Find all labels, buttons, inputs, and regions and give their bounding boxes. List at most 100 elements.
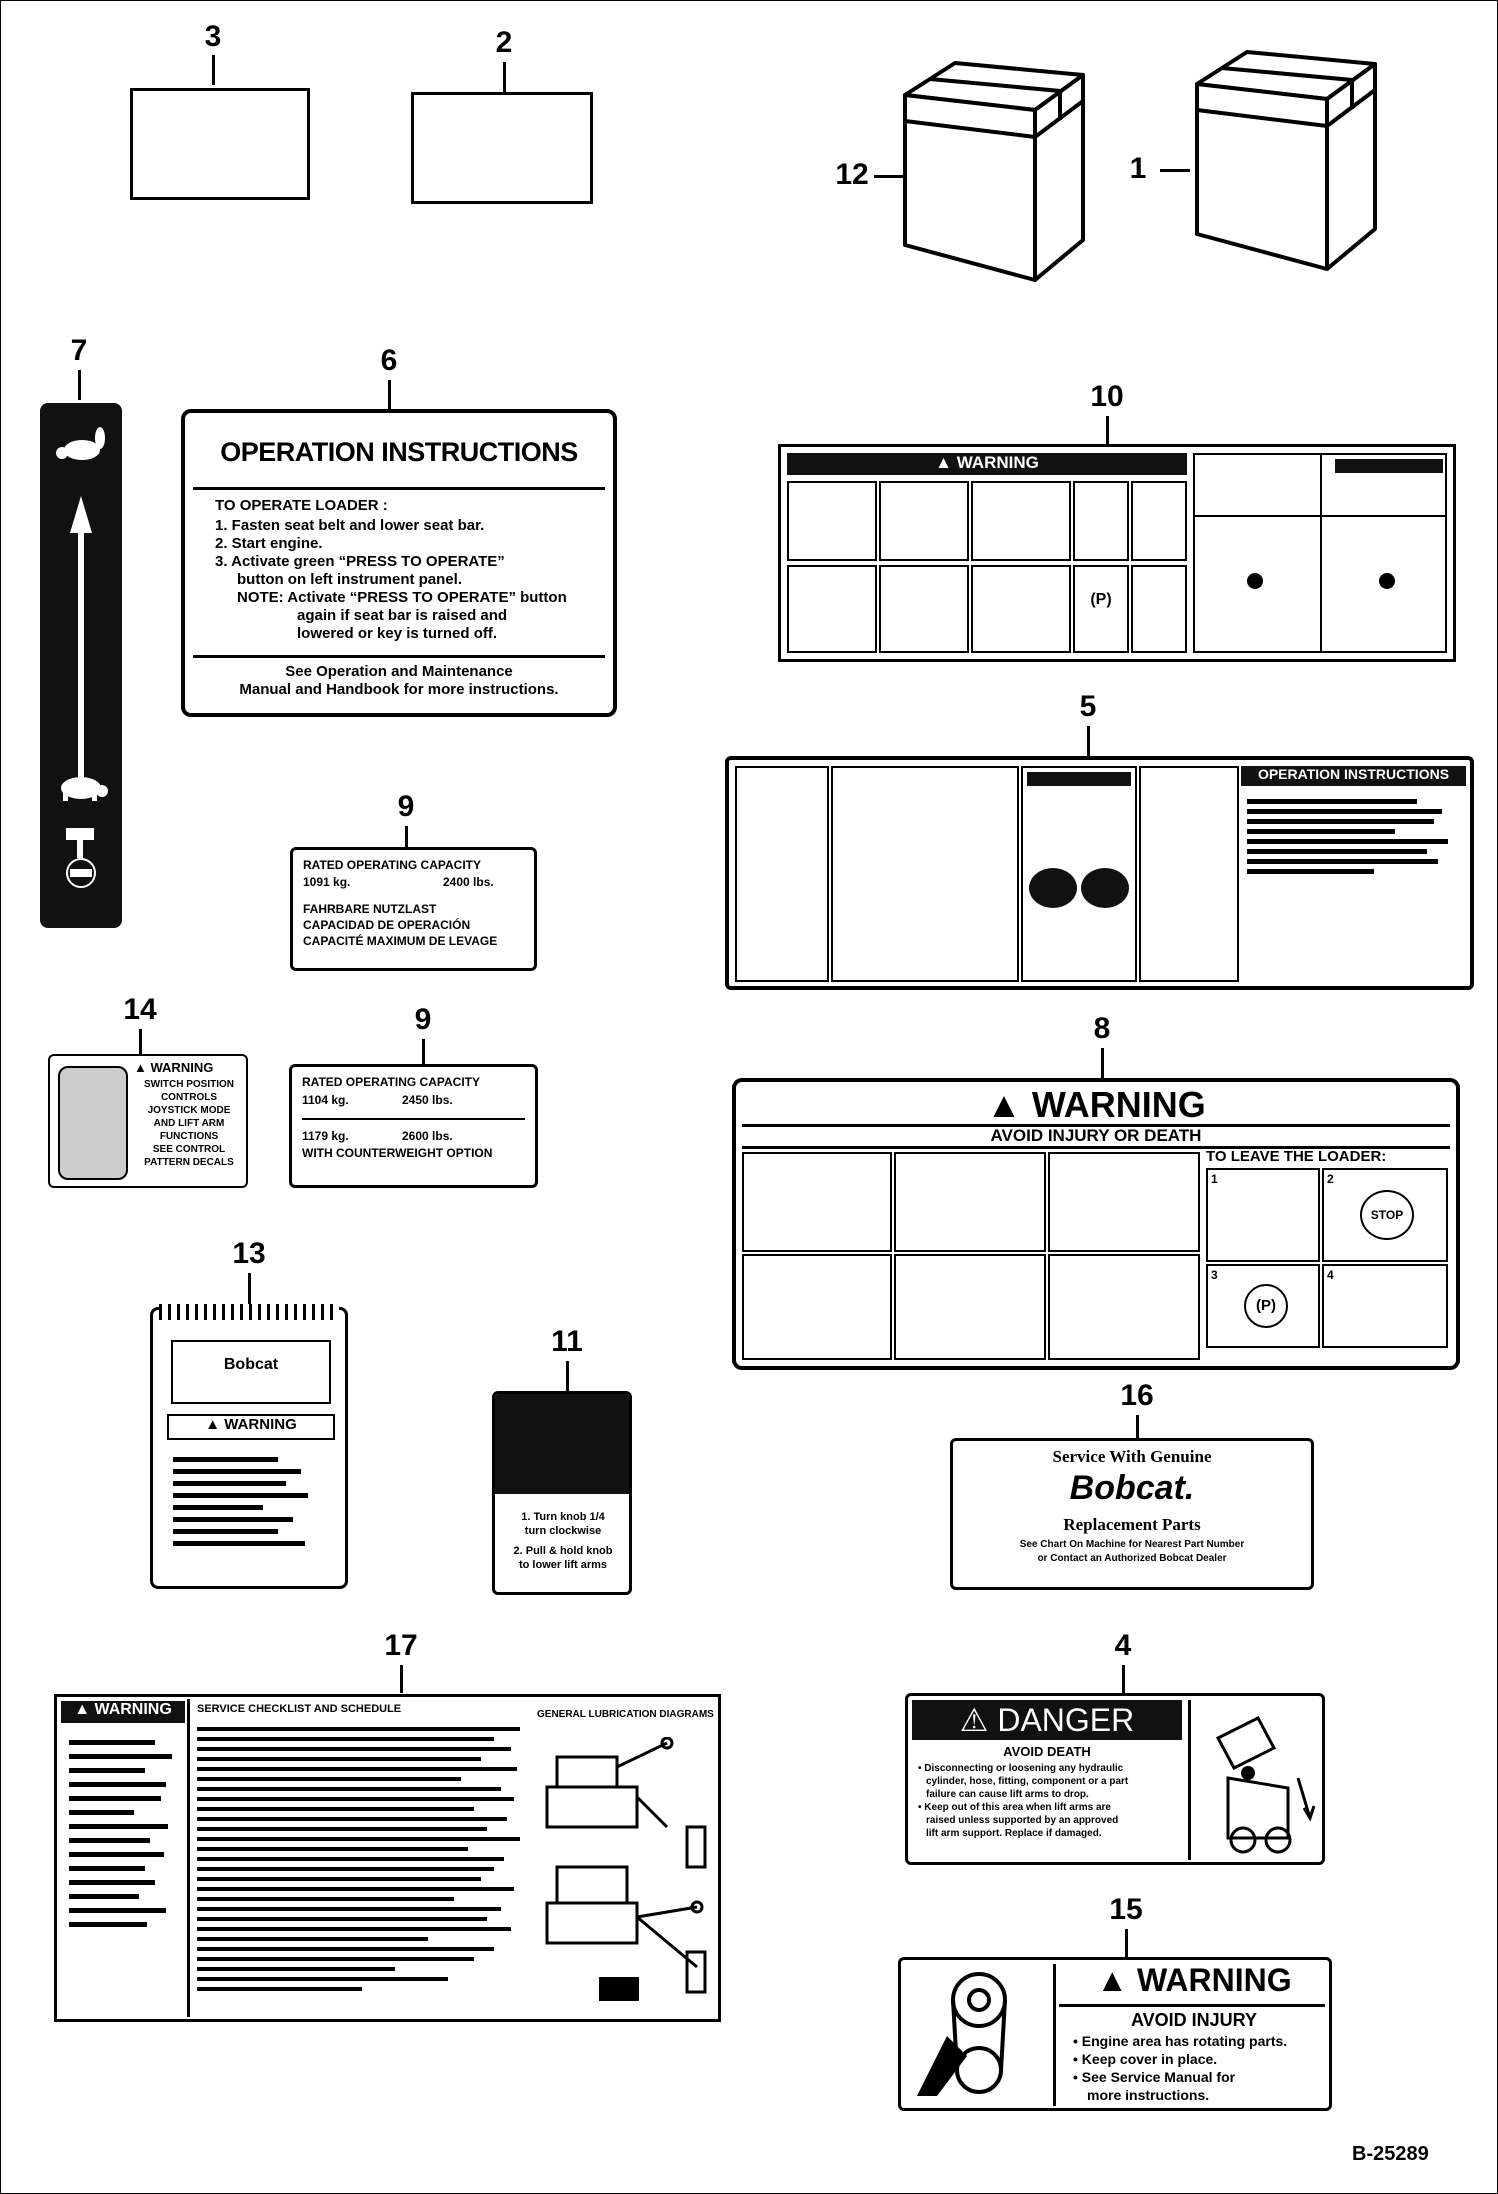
callout-3: 3 <box>204 20 222 53</box>
decal17-warning: ▲ WARNING <box>61 1701 185 1723</box>
decal8-leave-heading: TO LEAVE THE LOADER: <box>1206 1148 1387 1165</box>
leader-17 <box>400 1665 403 1693</box>
callout-10: 10 <box>1090 380 1124 413</box>
decal10-panel <box>787 481 877 561</box>
decal4-line: • Keep out of this area when lift arms a… <box>918 1802 1111 1813</box>
decal6-step-2: 2. Start engine. <box>215 535 323 552</box>
decal17-lube-title: GENERAL LUBRICATION DIAGRAMS <box>537 1709 714 1720</box>
decal9b-lbs2: 2600 lbs. <box>402 1129 453 1143</box>
leader-11 <box>566 1361 569 1391</box>
handbook-bullets <box>173 1450 323 1553</box>
leader-15 <box>1125 1929 1128 1957</box>
decal11-text: 1. Turn knob 1/4 turn clockwise 2. Pull … <box>499 1510 627 1572</box>
decal14-line: SEE CONTROL <box>152 1144 226 1155</box>
decal14-title: ▲ WARNING <box>134 1060 214 1075</box>
decal6-footer-1: See Operation and Maintenance <box>285 663 513 680</box>
decal14-line: PATTERN DECALS <box>144 1157 234 1168</box>
parts-decal-16: Service With Genuine Bobcat. Replacement… <box>950 1438 1314 1590</box>
decal11-line: 2. Pull & hold knob <box>513 1545 613 1557</box>
decal8-panel-tip <box>742 1254 892 1360</box>
decal9a-lbs: 2400 lbs. <box>443 875 494 889</box>
decal15-title-text: WARNING <box>1136 1962 1292 1998</box>
decal15-line: more instructions. <box>1087 2087 1210 2103</box>
decal8-panel-seatbelt <box>894 1152 1046 1252</box>
leader-14 <box>139 1029 142 1054</box>
operation-decal-5: OPERATION INSTRUCTIONS <box>725 756 1474 990</box>
callout-9a: 9 <box>397 790 415 823</box>
leader-13 <box>248 1273 251 1307</box>
decal17-left-lines <box>69 1731 177 1936</box>
decal14-line: SWITCH POSITION <box>144 1079 234 1090</box>
decal8-panel-slope <box>1048 1254 1200 1360</box>
decal15-subtitle: AVOID INJURY <box>1130 2010 1258 2030</box>
decal6-subtitle: TO OPERATE LOADER : <box>215 497 388 514</box>
decal5-title: OPERATION INSTRUCTIONS <box>1241 766 1466 786</box>
decal5-subbar <box>1027 772 1131 786</box>
leader-7 <box>78 370 81 400</box>
decal8-title-text: WARNING <box>1031 1084 1206 1125</box>
rabbit-turtle-arrow-icon <box>56 427 108 888</box>
callout-6: 6 <box>380 344 398 377</box>
callout-14: 14 <box>123 993 157 1026</box>
callout-13: 13 <box>232 1237 266 1270</box>
decal15-line: • Engine area has rotating parts. <box>1073 2033 1288 2049</box>
decal10-title: ▲ WARNING <box>787 453 1187 475</box>
decal4-line: failure can cause lift arms to drop. <box>926 1789 1089 1800</box>
decal9a-spanish: CAPACIDAD DE OPERACIÓN <box>303 918 471 932</box>
decal9b-kg2: 1179 kg. <box>302 1129 349 1143</box>
decal10-divider <box>1320 455 1322 651</box>
decal6-rule-bottom <box>193 655 605 658</box>
decal4-title: ⚠ DANGER <box>912 1700 1182 1740</box>
belt-pulley-icon <box>917 1972 1007 2096</box>
decal16-brand: Bobcat. <box>1069 1469 1195 1507</box>
callout-4: 4 <box>1114 1629 1132 1662</box>
decal4-divider <box>1188 1700 1191 1860</box>
handbook-13: Bobcat ▲ WARNING <box>150 1304 348 1589</box>
decal5-tire-icon <box>1029 868 1077 908</box>
warning-decal-8: ▲ WARNING AVOID INJURY OR DEATH TO LEAVE… <box>732 1078 1460 1370</box>
stop-icon: STOP <box>1360 1190 1414 1240</box>
leader-16 <box>1136 1415 1139 1440</box>
decal8-panel-manual <box>742 1152 892 1252</box>
decal11-line: 1. Turn knob 1/4 <box>521 1511 605 1523</box>
decal10-panel <box>1131 565 1187 653</box>
decal6-footer-2: Manual and Handbook for more instruction… <box>239 681 559 698</box>
decal9b-lbs1: 2450 lbs. <box>402 1093 453 1107</box>
decal9a-french: CAPACITÉ MAXIMUM DE LEVAGE <box>303 934 498 948</box>
decal8-step-num: 2 <box>1327 1172 1334 1186</box>
decal8-panel-crush <box>894 1254 1046 1360</box>
decal14-line: FUNCTIONS <box>159 1131 219 1142</box>
decal10-panel <box>879 565 969 653</box>
switch-icon <box>58 1066 128 1180</box>
decal8-step-1: 1 <box>1206 1168 1320 1262</box>
decal10-park: (P) <box>1073 565 1129 653</box>
callout-8: 8 <box>1093 1012 1111 1045</box>
leader-2 <box>503 62 506 92</box>
leader-4 <box>1122 1665 1125 1693</box>
decal8-rule <box>742 1124 1450 1127</box>
callout-9b: 9 <box>414 1003 432 1036</box>
decal16-line4: See Chart On Machine for Nearest Part Nu… <box>1019 1539 1245 1550</box>
decal10-control-pattern <box>1193 453 1447 653</box>
crushed-loader-icon <box>1215 1716 1316 1854</box>
callout-2: 2 <box>495 26 513 59</box>
decal11-line: turn clockwise <box>524 1525 602 1537</box>
decal4-line: cylinder, hose, fitting, component or a … <box>926 1776 1129 1787</box>
decal4-line: lift arm support. Replace if damaged. <box>926 1828 1102 1839</box>
leader-6 <box>388 380 391 410</box>
decal8-subtitle: AVOID INJURY OR DEATH <box>990 1126 1202 1145</box>
decal9a-german: FAHRBARE NUTZLAST <box>303 902 437 916</box>
callout-1: 1 <box>1129 152 1147 185</box>
callout-5: 5 <box>1079 690 1097 723</box>
leader-12 <box>874 175 904 178</box>
decal11-line: to lower lift arms <box>518 1559 608 1571</box>
decal6-note: NOTE: Activate “PRESS TO OPERATE” button <box>237 589 567 606</box>
decal4-line: raised unless supported by an approved <box>926 1815 1119 1826</box>
decal16-line1: Service With Genuine <box>1052 1447 1212 1466</box>
decal17-checklist-title: SERVICE CHECKLIST AND SCHEDULE <box>197 1703 402 1715</box>
callout-15: 15 <box>1109 1893 1143 1926</box>
decal6-title: OPERATION INSTRUCTIONS <box>220 437 578 467</box>
decal10-panel <box>879 481 969 561</box>
decal8-step-num: 1 <box>1211 1172 1218 1186</box>
decal10-subbar <box>1335 459 1443 473</box>
